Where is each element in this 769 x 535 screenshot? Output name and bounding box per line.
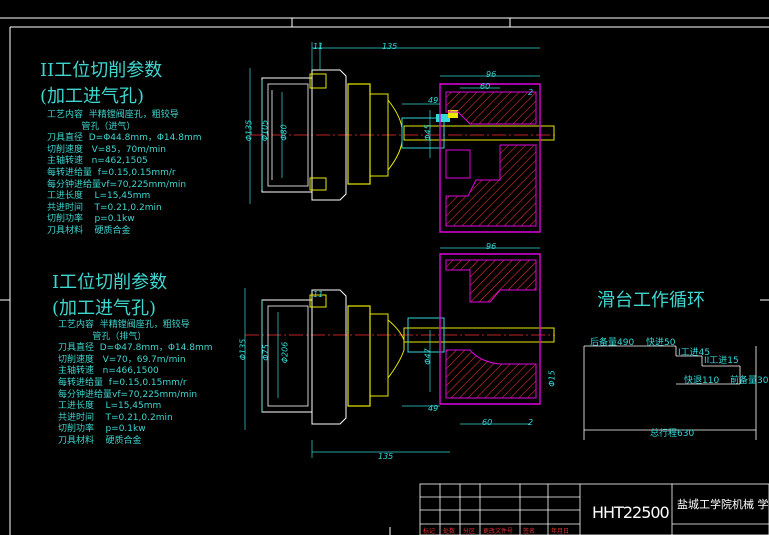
cycle-title: 滑台工作循环: [597, 290, 705, 311]
station2-title: II工位切削参数: [40, 60, 163, 81]
lower-phi-75: Φ75: [261, 344, 271, 361]
station1-param-line: 管孔（排气）: [58, 331, 147, 342]
upper-phi-80: Φ80: [279, 124, 289, 141]
title-block-col-label: 标记: [423, 528, 436, 535]
upper-dim-11: 11: [313, 42, 324, 51]
lower-phi-15: Φ15: [547, 370, 557, 387]
lower-dim-96: 96: [486, 242, 497, 251]
cycle-backup: 后备量490: [590, 338, 635, 348]
cycle-work1: I工进45: [678, 348, 711, 358]
title-block-col-label: 年月日: [551, 528, 570, 535]
title-block-col-label: 分区: [463, 528, 476, 535]
drawing-frame: [0, 17, 769, 535]
cycle-fast-back: 快退110: [684, 376, 720, 386]
station1-param-line: 切削速度 V=70，69.7m/min: [58, 354, 186, 365]
cycle-work2: II工进15: [704, 356, 739, 366]
school-name: 盐城工学院机械 学院: [677, 498, 769, 511]
lower-dim-49: 49: [428, 404, 439, 413]
station1-param-line: 刀具直径 D=Φ47.8mm，Φ14.8mm: [58, 343, 213, 354]
upper-dim-2: 2: [528, 88, 534, 97]
upper-dim-60: 60: [480, 82, 491, 91]
upper-dim-49: 49: [428, 96, 439, 105]
station2-param-line: 每分钟进给量vf=70,225mm/min: [47, 179, 187, 190]
station1-title: I工位切削参数: [52, 272, 168, 293]
lower-dim-60: 60: [482, 418, 493, 427]
title-block: [419, 483, 769, 535]
station1-subtitle: (加工进气孔): [52, 298, 157, 319]
station1-param-line: 切削功率 p=0.1kw: [58, 424, 146, 435]
station2-param-line: 每转进给量 f=0.15,0.15mm/r: [47, 167, 176, 178]
lower-phi-206: Φ206: [280, 341, 290, 364]
station2-param-line: 管孔（进气）: [47, 121, 136, 132]
upper-phi-135: Φ135: [244, 119, 254, 142]
cycle-fast-in: 快进50: [646, 338, 676, 348]
lower-dim-135: 135: [378, 452, 394, 461]
station2-param-line: 工艺内容 半精镗阀座孔，粗铰导: [47, 110, 179, 120]
lower-phi-47: Φ47: [423, 348, 433, 365]
station2-param-line: 刀具材料 硬质合金: [47, 225, 131, 236]
upper-phi-105: Φ105: [260, 119, 270, 142]
drawing-number: HHT22500: [592, 503, 670, 522]
upper-dim-96: 96: [486, 70, 497, 79]
lower-dim-2: 2: [528, 418, 534, 427]
cycle-front: 前备量30: [730, 376, 769, 386]
station1-param-line: 每分钟进给量vf=70,225mm/min: [58, 389, 198, 400]
station1-param-line: 主轴转速 n=466,1500: [58, 366, 159, 377]
station2-param-line: 工进长度 L=15,45mm: [47, 191, 151, 202]
station1-param-line: 共进时间 T=0.21,0.2min: [58, 412, 173, 423]
station2-subtitle: (加工进气孔): [40, 86, 145, 107]
station1-params: 工艺内容 半精镗阀座孔，粗铰导 管孔（排气）刀具直径 D=Φ47.8mm，Φ14…: [58, 320, 213, 448]
cycle-total: 总行程630: [650, 429, 695, 439]
upper-spindle-assembly: [249, 42, 555, 233]
upper-dim-135: 135: [382, 42, 398, 51]
station1-param-line: 刀具材料 硬质合金: [58, 435, 142, 446]
station1-param-line: 工进长度 L=15,45mm: [58, 401, 162, 412]
title-block-col-label: 签名: [523, 528, 536, 535]
lower-dim-11: 11: [313, 290, 324, 299]
station2-param-line: 主轴转速 n=462,1505: [47, 156, 148, 167]
station2-param-line: 切削速度 V=85，70m/min: [47, 144, 166, 155]
title-block-col-label: 更改文件号: [483, 528, 514, 535]
station2-params: 工艺内容 半精镗阀座孔，粗铰导 管孔（进气）刀具直径 D=Φ44.8mm，Φ14…: [47, 110, 202, 238]
work-cycle-diagram: [583, 345, 757, 440]
title-block-col-label: 处数: [443, 528, 456, 535]
upper-phi-45: Φ45: [423, 124, 433, 141]
title-block-columns: 标记处数分区更改文件号 签名 年月日: [420, 526, 580, 535]
lower-spindle-assembly: [244, 247, 555, 458]
station2-param-line: 共进时间 T=0.21,0.2min: [47, 202, 162, 213]
station1-param-line: 每转进给量 f=0.15,0.15mm/r: [58, 377, 187, 388]
lower-phi-135: Φ135: [238, 338, 248, 361]
station2-param-line: 切削功率 p=0.1kw: [47, 214, 135, 225]
station1-param-line: 工艺内容 半精镗阀座孔，粗铰导: [58, 320, 190, 330]
station2-param-line: 刀具直径 D=Φ44.8mm，Φ14.8mm: [47, 133, 202, 144]
